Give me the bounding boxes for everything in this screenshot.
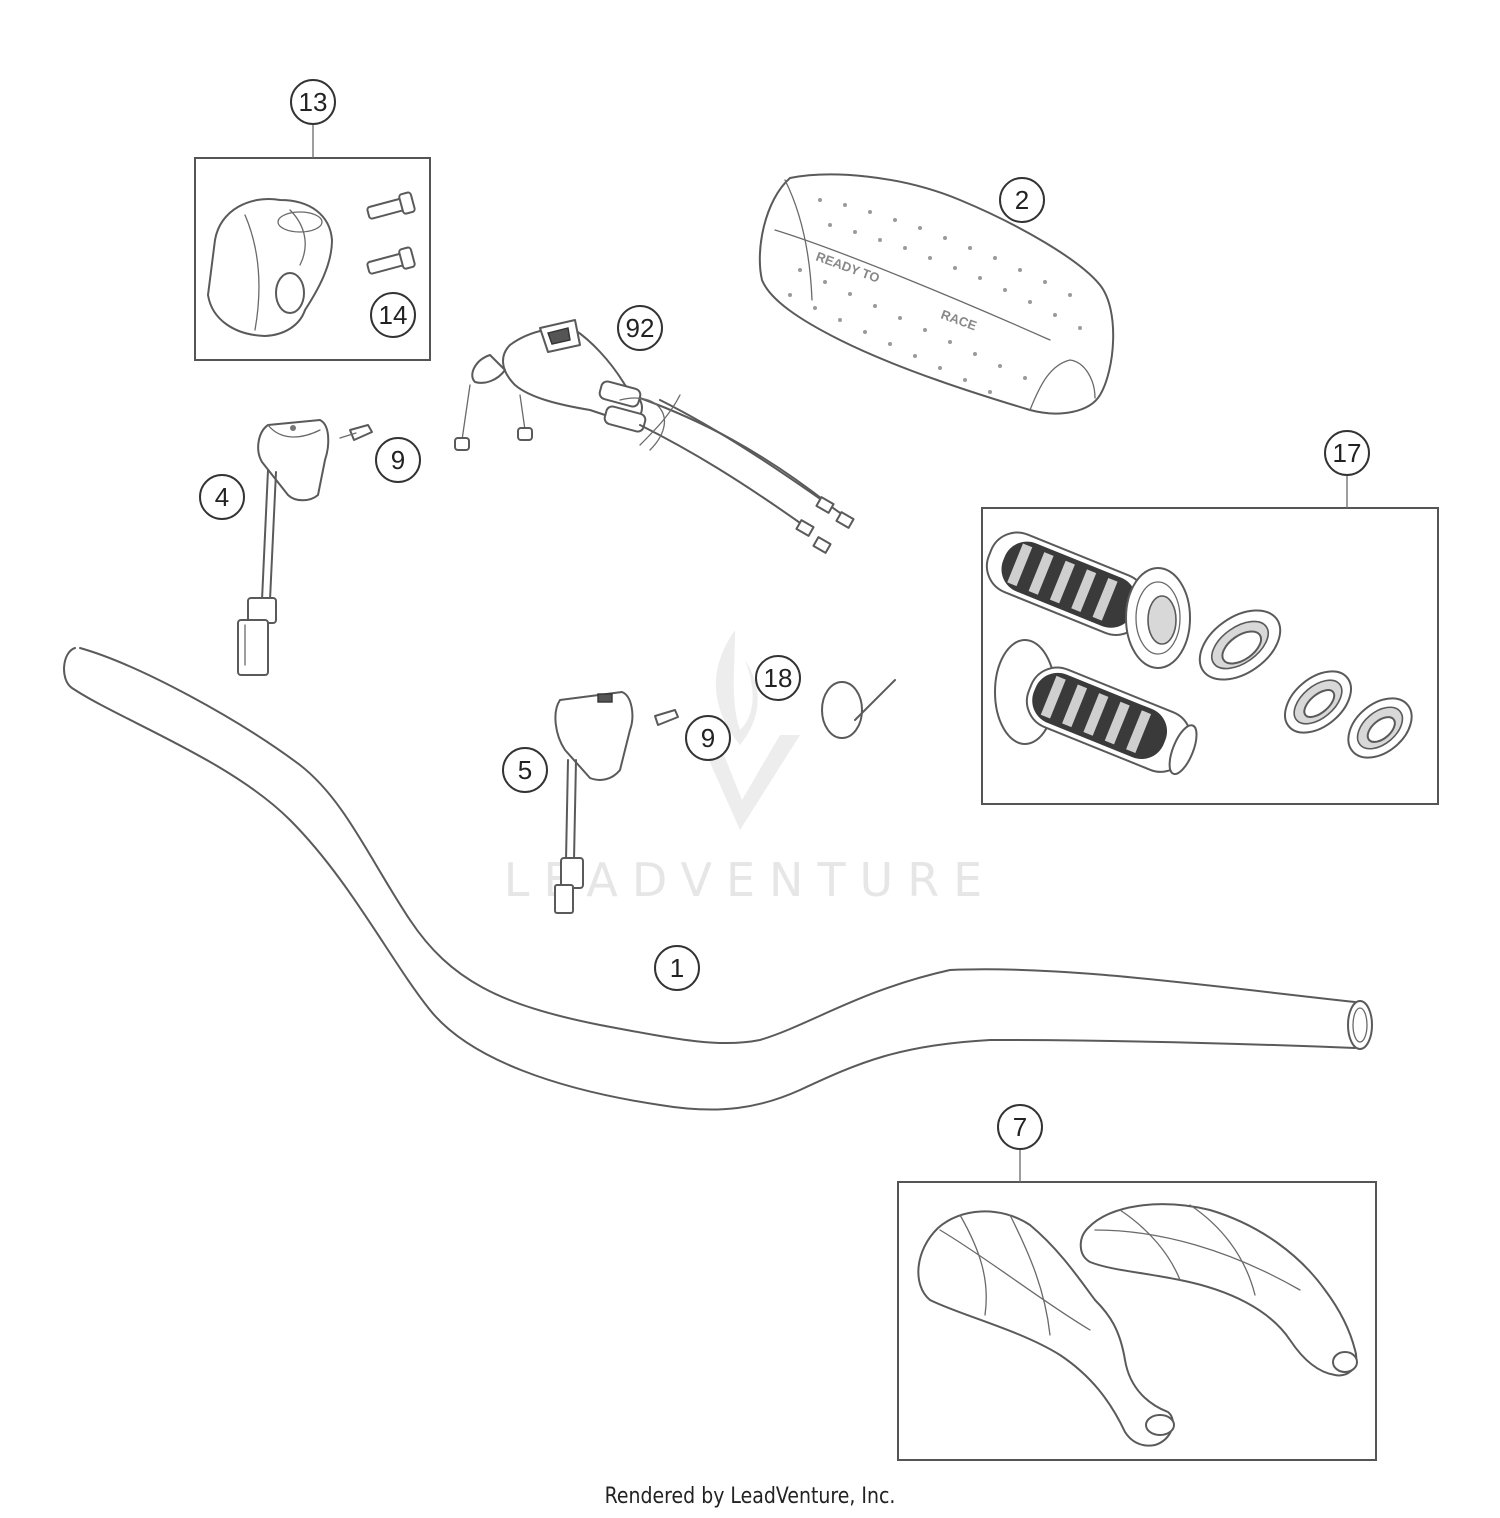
part-hand-guards <box>917 1203 1358 1447</box>
svg-text:5: 5 <box>518 755 532 785</box>
part-handlebar-pad: READY TO RACE <box>758 173 1115 415</box>
part-bolts <box>366 191 416 275</box>
callout-14: 14 <box>370 292 416 338</box>
callout-17: 17 <box>1324 430 1370 476</box>
callout-4: 4 <box>199 474 245 520</box>
part-throttle-assembly <box>454 319 855 554</box>
callout-9-lower: 9 <box>685 715 731 761</box>
svg-text:4: 4 <box>215 482 229 512</box>
callout-92: 92 <box>617 305 663 351</box>
watermark-v-logo <box>700 735 800 830</box>
svg-text:18: 18 <box>764 663 793 693</box>
callout-2: 2 <box>999 177 1045 223</box>
part-cable-tie <box>821 679 896 739</box>
part-7-box <box>897 1181 1377 1461</box>
svg-text:14: 14 <box>379 300 408 330</box>
footer-credit: Rendered by LeadVenture, Inc. <box>604 1484 896 1509</box>
callout-18: 18 <box>755 655 801 701</box>
callout-5: 5 <box>502 747 548 793</box>
callout-1: 1 <box>654 945 700 991</box>
part-right-switch <box>554 691 679 914</box>
part-left-switch <box>237 419 373 676</box>
callout-9-upper: 9 <box>375 437 421 483</box>
svg-text:2: 2 <box>1015 185 1029 215</box>
watermark-flame-logo <box>715 630 758 745</box>
callout-13: 13 <box>290 79 336 125</box>
svg-text:9: 9 <box>391 445 405 475</box>
part-handlebar <box>63 647 1373 1111</box>
part-17-box <box>981 507 1439 805</box>
svg-text:17: 17 <box>1333 438 1362 468</box>
callout-7: 7 <box>997 1104 1043 1150</box>
part-clamp <box>207 198 333 337</box>
part-grips <box>985 531 1413 776</box>
svg-text:13: 13 <box>299 87 328 117</box>
svg-text:7: 7 <box>1013 1112 1027 1142</box>
svg-text:92: 92 <box>626 313 655 343</box>
svg-text:9: 9 <box>701 723 715 753</box>
svg-text:1: 1 <box>670 953 684 983</box>
